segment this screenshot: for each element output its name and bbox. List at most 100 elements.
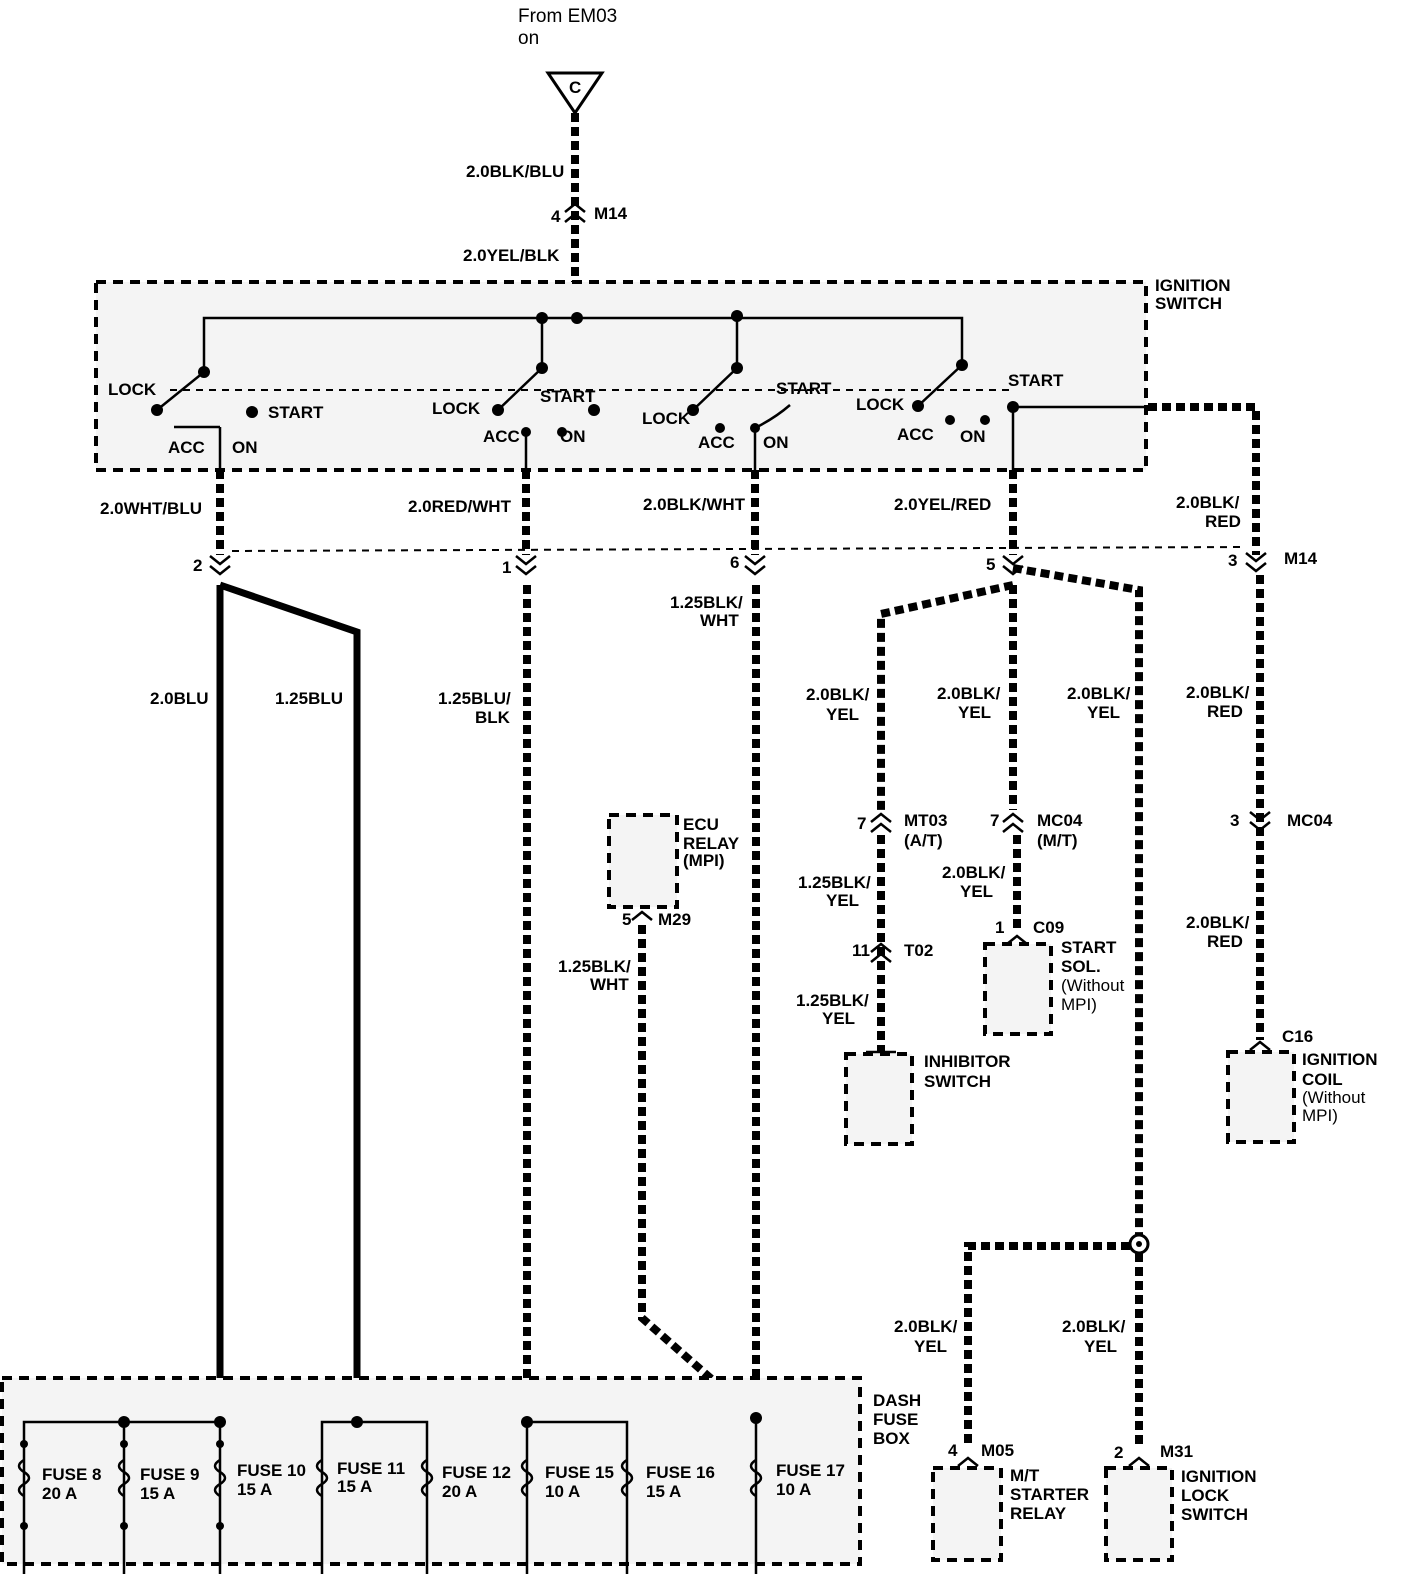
inhibitor-switch-box [844, 1052, 914, 1146]
ignition-switch-title-2: SWITCH [1155, 294, 1222, 313]
label-blk-wht-125-2: WHT [700, 611, 739, 630]
ignition-lock-line3: SWITCH [1181, 1505, 1248, 1524]
sw1-on: ON [232, 438, 258, 457]
splice-junction-center [1136, 1241, 1142, 1247]
wire-top-upper-label: 2.0BLK/BLU [466, 162, 564, 181]
ignition-lock-line1: IGNITION [1181, 1467, 1257, 1486]
dash-fuse-box [0, 1376, 862, 1566]
sw2-acc: ACC [483, 427, 520, 446]
start-sol-line1: START [1061, 938, 1117, 957]
fuse-8-name: FUSE 8 [42, 1465, 102, 1484]
c09-chevron [1006, 934, 1028, 945]
dash-fuse-box-line3: BOX [873, 1429, 911, 1448]
switch-section-4: LOCK START ACC ON [856, 359, 1145, 446]
fuse-10-name: FUSE 10 [237, 1461, 306, 1480]
mt03-pin: 7 [857, 814, 866, 833]
ecu-relay-line2: RELAY [683, 834, 740, 853]
label-blu-blk-1: 1.25BLU/ [438, 689, 511, 708]
dash-fuse-box-line2: FUSE [873, 1410, 918, 1429]
mc04-right-name: MC04 [1287, 811, 1333, 830]
m29-name: M29 [658, 910, 691, 929]
sw3-lock: LOCK [642, 409, 691, 428]
c09-pin: 1 [995, 918, 1004, 937]
m14-pin-1: 1 [502, 558, 511, 577]
mc04-mt-chevron [1002, 812, 1024, 833]
switch-section-3: LOCK START ACC ON [642, 362, 832, 470]
c16-chevron [1249, 1040, 1271, 1051]
fuse-17-rating: 10 A [776, 1480, 811, 1499]
fuse-9-rating: 15 A [140, 1484, 175, 1503]
ecu-relay-line3: (MPI) [683, 851, 725, 870]
label-mtstarter-2: YEL [914, 1337, 947, 1356]
mt-starter-relay-line2: STARTER [1010, 1485, 1089, 1504]
label-blkyel-l2: YEL [826, 705, 859, 724]
label-yel-red: 2.0YEL/RED [894, 495, 991, 514]
m14-pin-5: 5 [986, 555, 995, 574]
wire-mt-starter [964, 1242, 1130, 1445]
mt03-chevron [870, 812, 892, 833]
wire-ecu-relay [638, 925, 759, 1422]
label-ecu-wire-1: 1.25BLK/ [558, 957, 631, 976]
m14-pin-2: 2 [193, 556, 202, 575]
wire-blk-yel-right [1012, 564, 1143, 1244]
label-blu-20: 2.0BLU [150, 689, 209, 708]
label-lockswitch-2: YEL [1084, 1337, 1117, 1356]
mt03-name: MT03 [904, 811, 947, 830]
fuse-11-name: FUSE 11 [337, 1459, 405, 1478]
sw4-lock: LOCK [856, 395, 905, 414]
mc04-right-chevron [1249, 811, 1271, 832]
m05-chevron [957, 1456, 979, 1467]
start-sol-line3: (Without [1061, 976, 1125, 995]
m14-pin-6: 6 [730, 553, 739, 572]
dash-fuse-box-line1: DASH [873, 1391, 921, 1410]
connector-c-label: C [569, 78, 581, 97]
mt-starter-relay-line3: RELAY [1010, 1504, 1067, 1523]
wire-blk-yel-left [877, 581, 1014, 810]
ignition-coil-line4: MPI) [1302, 1106, 1338, 1125]
fuse-15-rating: 10 A [545, 1482, 580, 1501]
sw2-start: START [540, 387, 596, 406]
label-at-3: 1.25BLK/ [796, 991, 869, 1010]
fuse-bus-4 [320, 1420, 429, 1574]
ecu-relay-line1: ECU [683, 815, 719, 834]
bus-junction-2 [571, 312, 583, 324]
label-blkyel-m2: YEL [958, 703, 991, 722]
ignition-coil-line2: COIL [1302, 1070, 1343, 1089]
m14-top-chevron [564, 202, 586, 223]
fuse-bus-5 [525, 1420, 629, 1574]
fuse-10-rating: 15 A [237, 1480, 272, 1499]
ignition-switch-title: IGNITION [1155, 276, 1231, 295]
sw3-acc: ACC [698, 433, 735, 452]
bus-junction-1 [536, 312, 548, 324]
label-blkyel-m1: 2.0BLK/ [937, 684, 1001, 703]
sw3-on: ON [763, 433, 789, 452]
c09-name: C09 [1033, 918, 1064, 937]
sw4-on: ON [960, 427, 986, 446]
mc04-mt-pin: 7 [990, 811, 999, 830]
label-blkred-4: RED [1207, 932, 1243, 951]
start-sol-line2: SOL. [1061, 957, 1101, 976]
sw4-acc: ACC [897, 425, 934, 444]
fuse-11-rating: 15 A [337, 1477, 372, 1496]
mc04-mt-name: MC04 [1037, 811, 1083, 830]
m31-chevron [1128, 1456, 1150, 1467]
ecu-relay-box [607, 813, 679, 909]
fuse-junctions [20, 1412, 762, 1530]
m29-pin: 5 [622, 910, 631, 929]
ignition-switch-box [94, 280, 1148, 472]
label-blkyel-r1: 2.0BLK/ [1067, 684, 1131, 703]
m05-pin: 4 [948, 1441, 958, 1460]
label-blkred-3: 2.0BLK/ [1186, 913, 1250, 932]
label-at-1: 1.25BLK/ [798, 873, 871, 892]
c16-name: C16 [1282, 1027, 1313, 1046]
label-blkyel-r2: YEL [1087, 703, 1120, 722]
label-at-2: YEL [826, 891, 859, 910]
label-at-4: YEL [822, 1009, 855, 1028]
m14-chevrons [209, 552, 1267, 576]
label-wht-blu: 2.0WHT/BLU [100, 499, 202, 518]
ignition-coil-line1: IGNITION [1302, 1050, 1378, 1069]
label-mtstarter-1: 2.0BLK/ [894, 1317, 958, 1336]
ignition-lock-switch-box [1104, 1466, 1174, 1562]
label-ecu-wire-2: WHT [590, 975, 629, 994]
